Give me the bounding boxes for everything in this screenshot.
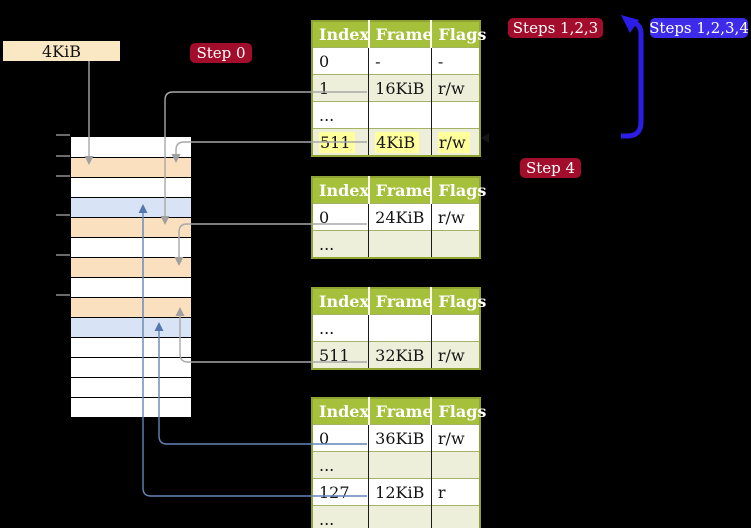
flags-cell (430, 505, 480, 528)
index-cell: 511 (312, 341, 369, 369)
index-header: Index (312, 21, 369, 48)
table-row: 127 12KiB r (312, 478, 480, 506)
table-row: ... (312, 101, 480, 129)
memory-frame-row (71, 317, 191, 337)
steps123-badge: Steps 1,2,3 (508, 18, 603, 38)
index-cell: 0 (312, 47, 369, 75)
flags-cell: r (430, 478, 480, 506)
index-cell: ... (312, 101, 369, 129)
memory-frame-row (71, 217, 191, 237)
black-arrowhead (481, 133, 489, 143)
memory-frame-row (71, 197, 191, 217)
index-header: Index (312, 177, 369, 204)
table-row: 0 - - (312, 47, 480, 75)
memory-frame-row (71, 177, 191, 197)
memory-frame-row (71, 237, 191, 257)
flags-cell (430, 451, 480, 479)
tlb-shortcut-arrow (621, 20, 644, 139)
index-cell: 511 (312, 128, 369, 156)
page-table-3: Index Frame Flags ... 511 32KiB r/w (311, 287, 486, 370)
page-table-4: Index Frame Flags 0 36KiB r/w ... 127 12… (311, 397, 486, 528)
table-row: ... (312, 230, 480, 258)
frame-header: Frame (367, 398, 433, 425)
table-header-row: Index Frame Flags (312, 21, 486, 48)
index-header: Index (312, 288, 369, 315)
table-row: 0 36KiB r/w (312, 424, 480, 452)
memory-frame-row (71, 297, 191, 317)
flags-cell (430, 230, 480, 258)
table-row: ... (312, 505, 480, 528)
table-row: 511 4KiB r/w (312, 128, 480, 156)
flags-cell: r/w (430, 203, 480, 231)
flags-cell: r/w (430, 341, 480, 369)
flags-cell: - (430, 47, 480, 75)
table-row: 511 32KiB r/w (312, 341, 480, 369)
flags-cell: r/w (430, 74, 480, 102)
step4-badge: Step 4 (520, 158, 581, 178)
steps1234-badge: Steps 1,2,3,4 (649, 18, 749, 38)
table-row: 0 24KiB r/w (312, 203, 480, 231)
flags-cell (430, 101, 480, 129)
frame-cell (368, 101, 432, 129)
flags-cell (430, 314, 480, 342)
memory-frame-row (71, 257, 191, 277)
index-cell: ... (312, 314, 369, 342)
flags-cell: r/w (430, 424, 480, 452)
memory-address-ticks (56, 134, 70, 296)
table-row: 1 16KiB r/w (312, 74, 480, 102)
memory-frame-row (71, 157, 191, 177)
table-row: ... (312, 314, 480, 342)
tlb-shortcut-arrowhead (621, 15, 639, 33)
frame-cell: 16KiB (368, 74, 432, 102)
index-header: Index (312, 398, 369, 425)
memory-frame-row (71, 337, 191, 357)
frame-cell (368, 314, 432, 342)
page-table-2: Index Frame Flags 0 24KiB r/w ... (311, 176, 486, 259)
physical-memory-column (70, 136, 192, 418)
frame-header: Frame (367, 177, 433, 204)
flags-header: Flags (430, 177, 486, 204)
frame-header: Frame (367, 288, 433, 315)
memory-frame-row (71, 277, 191, 297)
table-header-row: Index Frame Flags (312, 398, 486, 425)
flags-header: Flags (430, 398, 486, 425)
frame-cell (368, 451, 432, 479)
index-cell: 127 (312, 478, 369, 506)
frame-cell: 24KiB (368, 203, 432, 231)
frame-cell: 32KiB (368, 341, 432, 369)
frame-cell (368, 230, 432, 258)
frame-cell: 4KiB (368, 128, 432, 156)
frame-cell: - (368, 47, 432, 75)
memory-frame-row (71, 137, 191, 157)
table-row: ... (312, 451, 480, 479)
index-cell: ... (312, 451, 369, 479)
frame-header: Frame (367, 21, 433, 48)
page-size-label: 4KiB (3, 41, 120, 61)
index-cell: 0 (312, 203, 369, 231)
memory-frame-row (71, 397, 191, 417)
flags-cell: r/w (430, 128, 480, 156)
flags-header: Flags (430, 21, 486, 48)
index-cell: ... (312, 505, 369, 528)
memory-frame-row (71, 377, 191, 397)
table-header-row: Index Frame Flags (312, 177, 486, 204)
index-cell: 1 (312, 74, 369, 102)
frame-cell: 36KiB (368, 424, 432, 452)
step0-badge: Step 0 (190, 43, 252, 63)
flags-header: Flags (430, 288, 486, 315)
frame-cell: 12KiB (368, 478, 432, 506)
index-cell: 0 (312, 424, 369, 452)
index-cell: ... (312, 230, 369, 258)
memory-frame-row (71, 357, 191, 377)
page-table-1: Index Frame Flags 0 - - 1 16KiB r/w ... … (311, 20, 486, 157)
frame-cell (368, 505, 432, 528)
table-header-row: Index Frame Flags (312, 288, 486, 315)
